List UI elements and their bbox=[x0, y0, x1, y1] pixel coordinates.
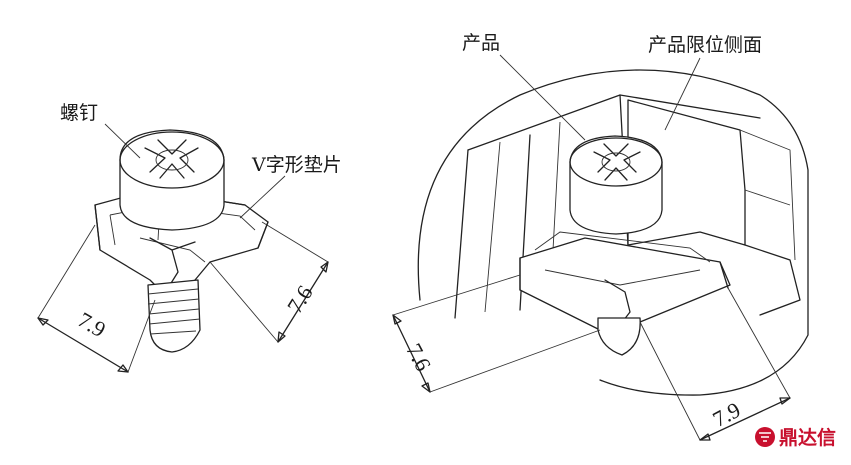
left-dim-length bbox=[37, 224, 156, 373]
label-screw: 螺钉 bbox=[60, 102, 98, 124]
leader-v-washer bbox=[239, 175, 286, 219]
left-dim-length-value: 7.9 bbox=[74, 307, 110, 342]
leader-product bbox=[499, 54, 586, 141]
label-product-side: 产品限位侧面 bbox=[648, 34, 762, 56]
left-dim-width bbox=[209, 221, 329, 343]
label-v-washer: V字形垫片 bbox=[251, 154, 342, 176]
right-detail-view bbox=[417, 69, 809, 396]
right-dim-width-value: 7.6 bbox=[401, 339, 436, 375]
leader-product-side bbox=[664, 57, 701, 131]
brand-watermark: 鼎达信 bbox=[755, 426, 836, 449]
left-screw-assembly bbox=[94, 129, 269, 353]
right-dim-length-value: 7.9 bbox=[708, 397, 744, 432]
label-product: 产品 bbox=[462, 32, 500, 54]
leader-screw bbox=[104, 123, 141, 159]
right-dim-length bbox=[639, 287, 791, 441]
brand-text: 鼎达信 bbox=[779, 426, 836, 449]
right-dim-width bbox=[392, 274, 601, 393]
